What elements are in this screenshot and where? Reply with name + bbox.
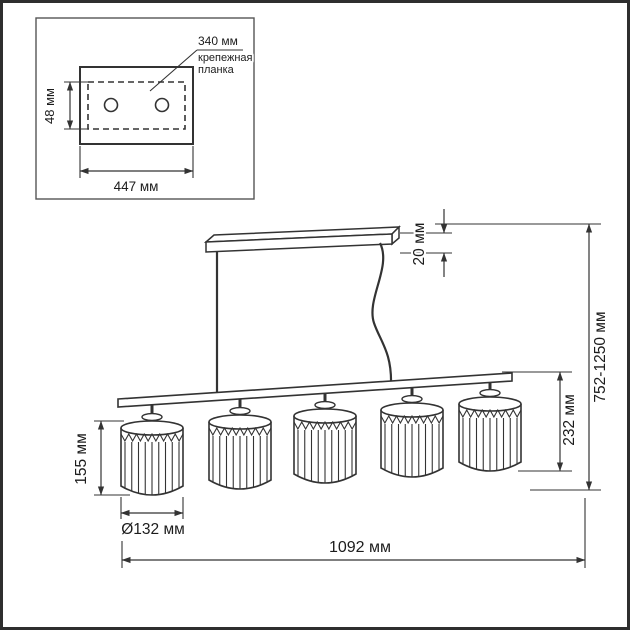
shade-4 [379, 380, 445, 479]
fixture-drawing [117, 225, 523, 497]
cable-right [371, 242, 393, 386]
shade-5 [457, 374, 523, 473]
dim-20: 20 мм [400, 209, 452, 277]
dim-48: 48 мм [40, 81, 88, 130]
dim-340-label: 340 мм [198, 34, 238, 48]
dim-width-label: 1092 мм [329, 539, 391, 556]
light-bar [117, 372, 513, 408]
dim-155-label: 155 мм [73, 433, 90, 484]
dim-20-label: 20 мм [411, 223, 428, 266]
shade-2 [207, 392, 273, 491]
dim-232: 232 мм [502, 371, 580, 472]
dim-height-range-label: 752-1250 мм [592, 311, 609, 402]
dim-diameter: Ø132 мм [119, 497, 187, 540]
dim-447-label: 447 мм [114, 179, 159, 194]
dim-diameter-label: Ø132 мм [121, 521, 185, 538]
plate-leader-line [149, 49, 198, 92]
shade-3 [292, 386, 358, 485]
dim-width: 1092 мм [121, 498, 586, 568]
dim-232-label: 232 мм [561, 394, 578, 445]
dim-height-range: 752-1250 мм [435, 223, 611, 491]
mounting-plate [79, 66, 194, 145]
dim-155: 155 мм [71, 420, 130, 496]
mounting-plate-dashed-outline [87, 81, 186, 130]
mounting-hole-right [154, 97, 170, 113]
shade-1 [119, 398, 185, 497]
mounting-hole-left [103, 97, 119, 113]
dim-48-label: 48 мм [42, 88, 57, 124]
plate-label-line1: крепежная [198, 52, 253, 64]
canopy [203, 225, 401, 253]
inset-panel: 340 мм крепежная планка 48 мм 447 мм [35, 17, 255, 200]
plate-label-line2: планка [198, 64, 235, 76]
dim-447: 447 мм [79, 146, 194, 196]
